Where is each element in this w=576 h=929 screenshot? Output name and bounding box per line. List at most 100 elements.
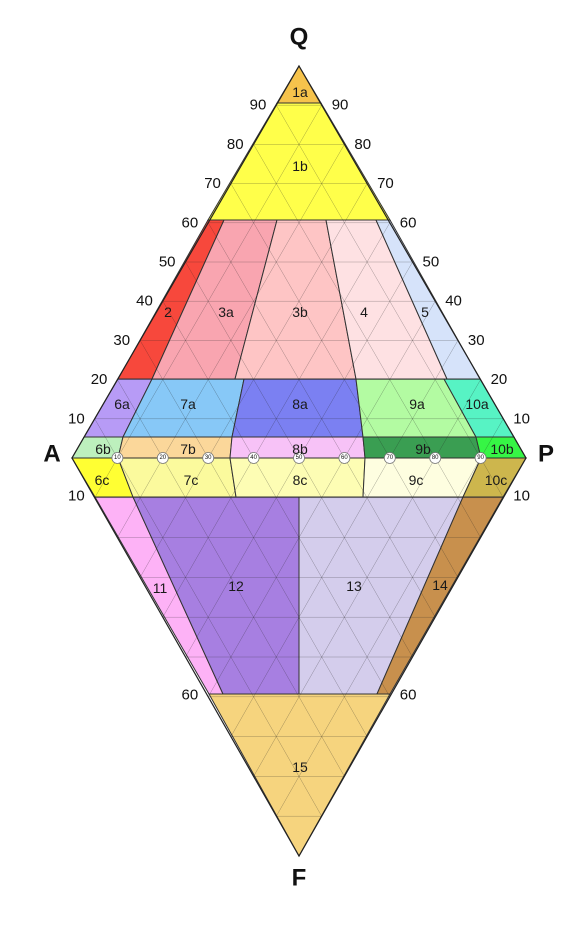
field-label-10a: 10a (465, 396, 489, 412)
diagram-outline (71, 64, 527, 858)
tick-label-left: 10 (68, 410, 85, 427)
field-label-3b: 3b (292, 304, 308, 320)
grid-line (230, 183, 390, 459)
tick-label-right: 60 (400, 686, 417, 703)
tick-label-right: 80 (354, 136, 371, 153)
grid-line (162, 457, 345, 777)
grid-line (435, 457, 481, 538)
tick-label-left: 90 (250, 97, 267, 114)
tick-label-right: 90 (332, 97, 349, 114)
grid-line (117, 105, 322, 459)
field-label-13: 13 (346, 578, 362, 594)
field-label-8a: 8a (292, 396, 308, 412)
field-label-1b: 1b (292, 158, 308, 174)
grid-line (276, 457, 481, 817)
grid-line (230, 457, 390, 737)
grid-line (298, 457, 413, 658)
scale-marker-label: 20 (159, 455, 166, 461)
scale-marker (338, 452, 351, 464)
scale-marker (383, 452, 396, 464)
field-label-3a: 3a (218, 304, 234, 320)
field-label-6a: 6a (114, 396, 130, 412)
field-label-1a: 1a (292, 84, 308, 100)
scale-marker (247, 452, 260, 464)
vertex-label-q: Q (290, 24, 309, 51)
grid-line (253, 457, 390, 697)
field-label-14: 14 (432, 577, 448, 593)
grid-line (162, 457, 254, 618)
scale-marker-label: 40 (250, 455, 257, 461)
vertex-labels: Q A P F (43, 24, 554, 892)
scale-marker (156, 452, 169, 464)
fields-layer (71, 65, 527, 858)
field-label-10c: 10c (485, 472, 508, 488)
scale-marker-label: 50 (296, 455, 303, 461)
tick-label-right: 60 (400, 214, 417, 231)
grid-line (162, 144, 345, 459)
field-label-11: 11 (153, 580, 168, 596)
field-label-4: 4 (360, 304, 368, 320)
grid-line (389, 457, 459, 578)
tick-label-right: 70 (377, 175, 394, 192)
scale-marker (111, 452, 124, 464)
tick-label-right: 50 (423, 254, 440, 271)
field-label-5: 5 (421, 304, 429, 320)
grid-line (185, 261, 300, 459)
tick-label-right: 10 (513, 487, 530, 504)
grid-line (208, 222, 345, 459)
grid-line (480, 418, 504, 459)
scale-marker-label: 80 (432, 455, 439, 461)
tick-label-left: 40 (136, 293, 153, 310)
grid-line (139, 457, 209, 578)
tick-label-right: 30 (468, 332, 485, 349)
tick-label-left: 20 (91, 371, 108, 388)
grid-line (208, 457, 345, 697)
field-label-9c: 9c (409, 472, 424, 488)
scale-marker (202, 452, 215, 464)
grid-line (139, 340, 209, 459)
field-7c (117, 457, 237, 498)
scale-marker-label: 70 (386, 455, 393, 461)
tick-labels: 90 90 80 80 70 70 60 60 50 50 40 40 30 30 20 20 10 10 10 10… (68, 97, 530, 704)
grid-line (253, 222, 390, 459)
field-7b (117, 436, 233, 459)
grid-line (344, 301, 436, 459)
field-label-7b: 7b (180, 441, 196, 457)
tick-label-left: 70 (204, 175, 221, 192)
field-label-7c: 7c (184, 472, 199, 488)
grid-line (276, 105, 481, 459)
grid-line (480, 457, 504, 498)
field-label-10b: 10b (490, 441, 514, 457)
field-label-12: 12 (228, 578, 244, 594)
scale-marker-label: 30 (205, 455, 212, 461)
field-label-9a: 9a (409, 396, 425, 412)
vertex-label-a: A (43, 441, 60, 468)
tick-label-right: 20 (491, 371, 508, 388)
grid-line (208, 457, 368, 737)
scale-marker-label: 10 (114, 455, 121, 461)
grid-line (94, 418, 118, 459)
field-label-2: 2 (164, 304, 172, 320)
grid-line (253, 457, 436, 777)
field-label-6b: 6b (95, 441, 111, 457)
grid-line (298, 261, 413, 459)
grid-line (389, 340, 459, 459)
grid-line (117, 457, 322, 817)
grid-line (117, 457, 163, 538)
vertex-label-p: P (538, 441, 554, 468)
grid-line (208, 183, 368, 459)
field-label-9b: 9b (415, 441, 431, 457)
scale-marker (293, 452, 305, 464)
tick-label-left: 80 (227, 136, 244, 153)
field-label-6c: 6c (95, 472, 110, 488)
grid-line (253, 144, 436, 459)
tick-label-right: 40 (445, 293, 462, 310)
grid-line (435, 379, 481, 459)
scale-marker-label: 90 (477, 455, 484, 461)
scale-marker (474, 452, 487, 464)
tick-label-left: 10 (68, 487, 85, 504)
grid-line (344, 457, 436, 618)
scale-marker-label: 60 (341, 455, 348, 461)
grid-line (162, 301, 254, 459)
